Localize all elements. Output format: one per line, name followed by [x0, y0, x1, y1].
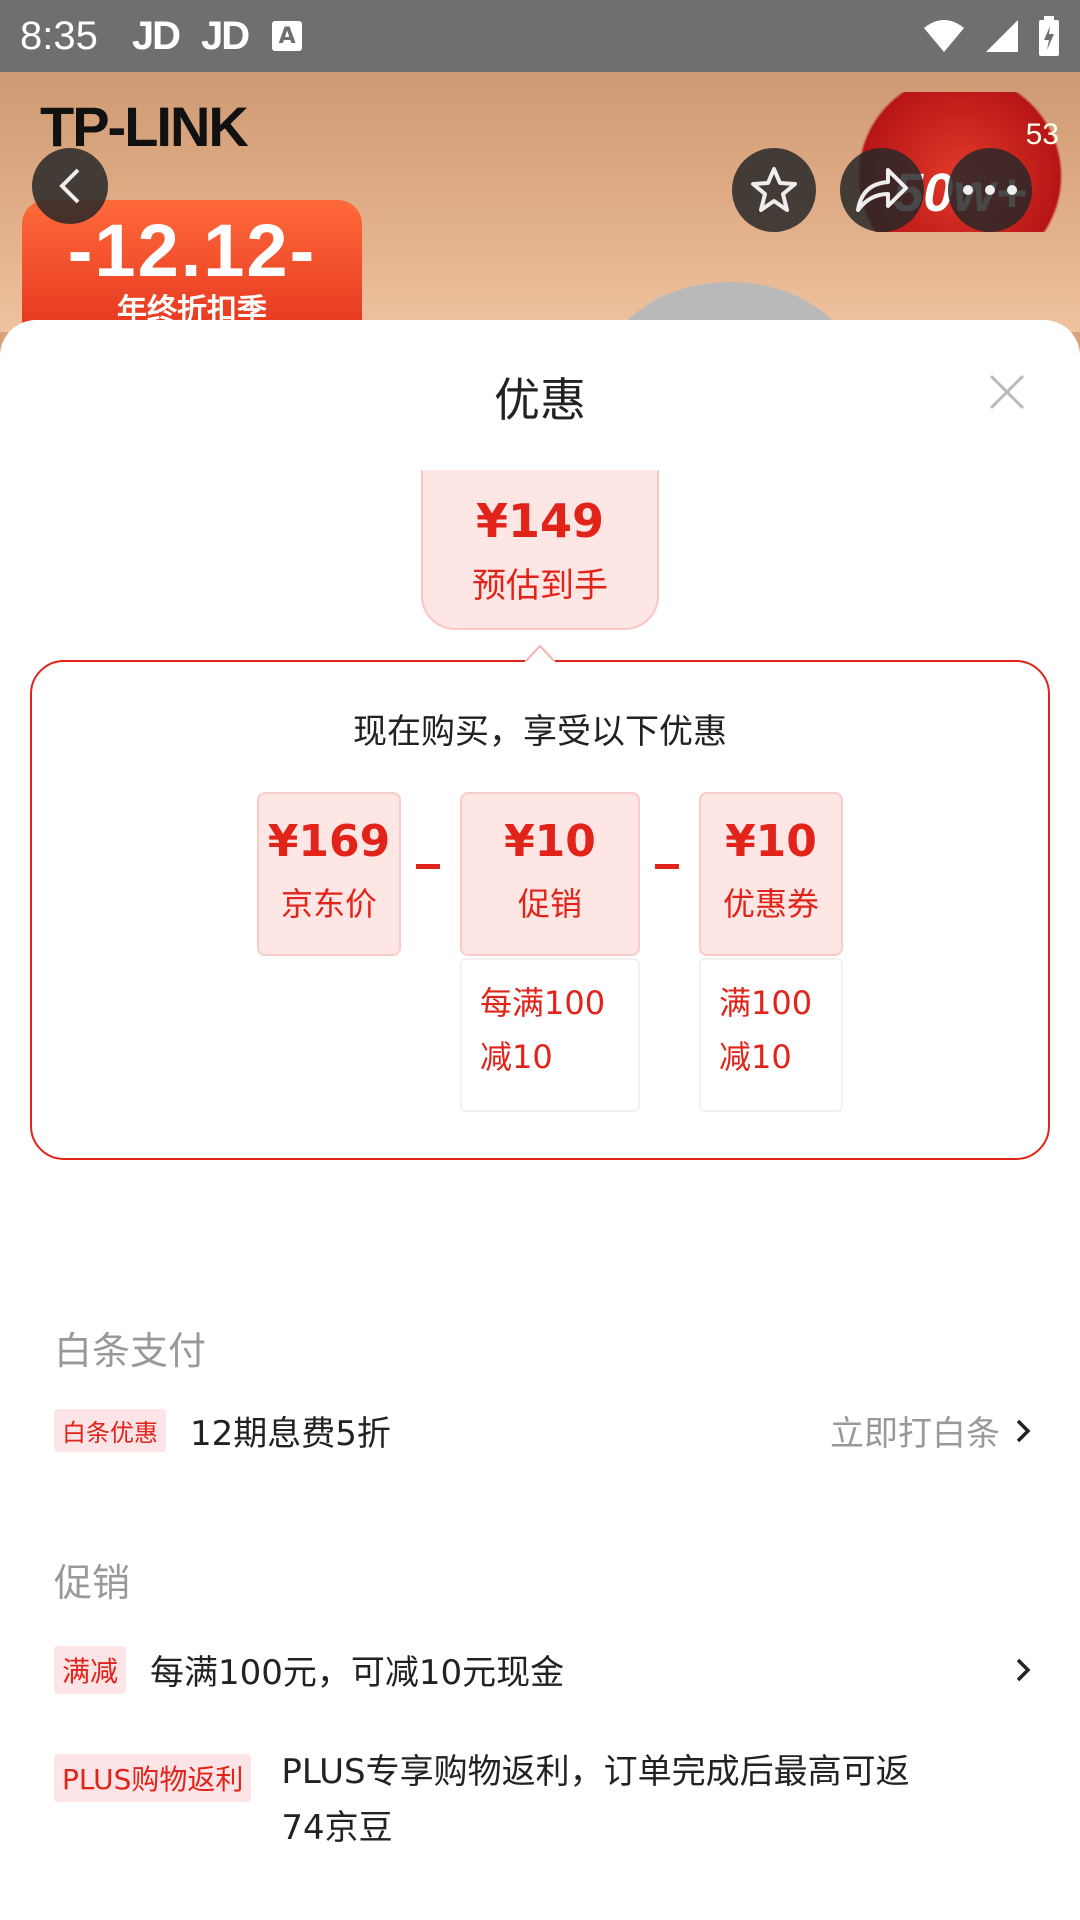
coupon-desc-line: 满100 [719, 984, 813, 1022]
status-bar: 8:35 JD JD A [0, 0, 1080, 72]
estimated-price: ¥149 [475, 494, 605, 548]
breakdown-headline: 现在购买，享受以下优惠 [353, 712, 727, 752]
estimated-price-label: 预估到手 [472, 566, 608, 606]
sheet-title: 优惠 [494, 373, 586, 427]
promotion-desc-line: 每满100 [480, 984, 606, 1022]
status-time: 8:35 [20, 13, 98, 58]
promotion-row[interactable]: 满减 每满100元，可减10元现金 [54, 1645, 1034, 1694]
back-button[interactable] [32, 148, 108, 224]
jd-price-value: ¥169 [267, 816, 391, 867]
coupon-desc-line: 减10 [719, 1038, 792, 1076]
promotion-desc: 每满100 减10 [460, 958, 640, 1112]
jd-app-icon: JD [201, 13, 250, 58]
jd-price-card: ¥169 京东价 [257, 792, 401, 956]
promotion-card: ¥10 促销 [460, 792, 640, 956]
chevron-right-icon [1016, 1658, 1031, 1681]
panel-pointer [525, 644, 555, 665]
coupon-label: 优惠券 [722, 885, 819, 923]
promotion-desc-line: 减10 [480, 1038, 553, 1076]
close-icon [989, 374, 1025, 410]
back-icon [59, 168, 80, 204]
jd-app-icon: JD [131, 13, 181, 58]
manjian-text: 每满100元，可减10元现金 [150, 1653, 565, 1693]
signal-icon [986, 20, 1018, 52]
chevron-right-icon [1016, 1419, 1031, 1442]
plus-rebate-text-line: PLUS专享购物返利，订单完成后最高可返 [281, 1752, 910, 1792]
coupon-card: ¥10 优惠券 [699, 792, 843, 956]
share-icon [856, 168, 908, 212]
promotion-link[interactable] [1012, 1656, 1034, 1684]
promotion-section-title: 促销 [54, 1561, 131, 1605]
discount-sheet: 优惠 ¥149 预估到手 现在购买，享受以下优惠 ¥169 京东价 ¥10 促销… [0, 320, 1080, 1920]
more-icon [963, 185, 1017, 195]
coupon-desc: 满100 减10 [699, 958, 843, 1112]
review-badge-count: 53 [1025, 118, 1059, 151]
estimated-price-card: ¥149 预估到手 [421, 470, 659, 630]
plus-rebate-text: PLUS专享购物返利，订单完成后最高可返 74京豆 [281, 1744, 909, 1856]
baitiao-tag: 白条优惠 [54, 1409, 166, 1452]
plus-rebate-text-line: 74京豆 [281, 1808, 393, 1848]
minus-sign [655, 864, 679, 869]
manjian-tag: 满减 [54, 1645, 127, 1694]
plus-rebate-row: PLUS购物返利 PLUS专享购物返利，订单完成后最高可返 74京豆 [54, 1752, 1034, 1856]
promo-tag-title: -12.12- [67, 209, 317, 292]
baitiao-text: 12期息费5折 [190, 1414, 391, 1454]
brand-logo: TP-LINK [40, 95, 249, 158]
plus-rebate-tag: PLUS购物返利 [54, 1754, 252, 1802]
promotion-value: ¥10 [504, 816, 596, 867]
close-button[interactable] [985, 370, 1029, 414]
jd-price-label: 京东价 [280, 885, 377, 923]
keyboard-icon: A [272, 21, 303, 51]
discount-breakdown-panel: 现在购买，享受以下优惠 ¥169 京东价 ¥10 促销 每满100 减10 ¥1… [30, 660, 1050, 1160]
promotion-label: 促销 [517, 885, 582, 923]
baitiao-row[interactable]: 白条优惠 12期息费5折 立即打白条 [54, 1406, 1034, 1455]
coupon-value: ¥10 [725, 816, 817, 867]
battery-icon [1039, 16, 1059, 56]
product-image: TP-LINK -12.12- 年终折扣季 50w+ 53 [0, 72, 1080, 332]
minus-sign [416, 864, 440, 869]
wifi-icon [924, 20, 964, 52]
baitiao-section-title: 白条支付 [54, 1329, 207, 1373]
favorite-button[interactable] [732, 148, 816, 232]
baitiao-link[interactable]: 立即打白条 [830, 1406, 1034, 1455]
share-button[interactable] [840, 148, 924, 232]
more-button[interactable] [948, 148, 1032, 232]
baitiao-link-label: 立即打白条 [830, 1414, 1000, 1454]
star-icon [751, 167, 797, 212]
